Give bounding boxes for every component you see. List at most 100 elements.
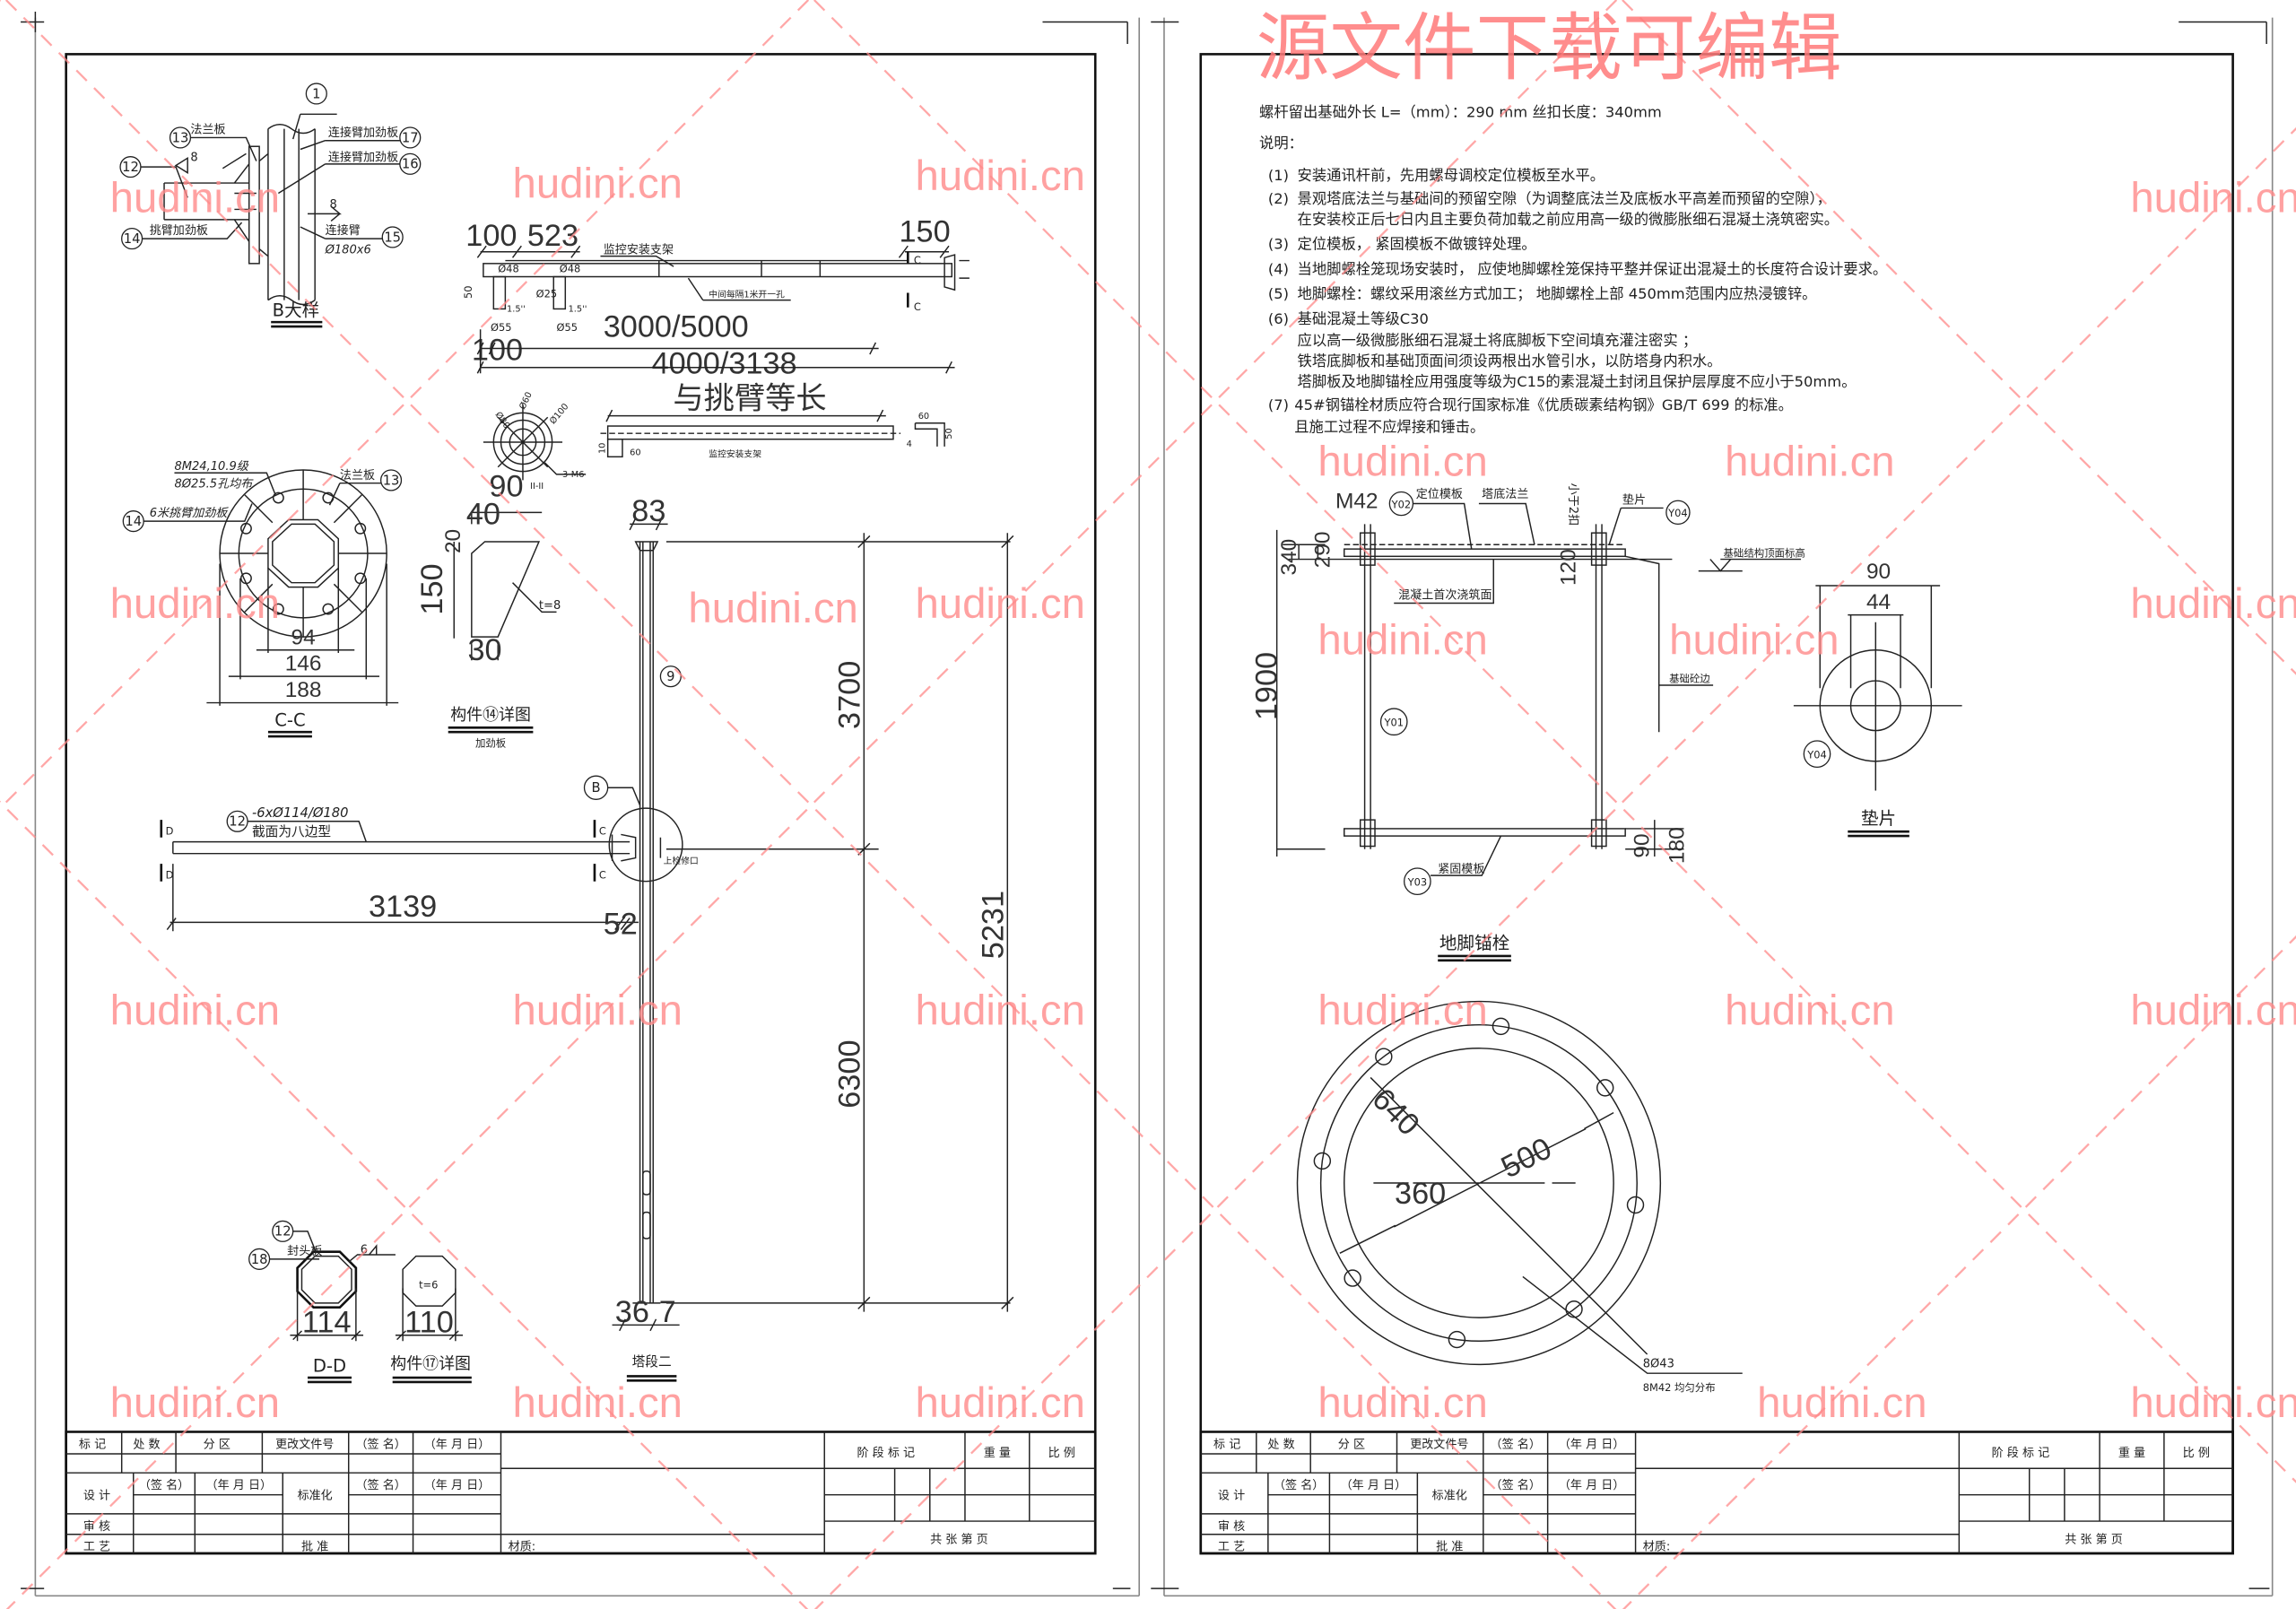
watermark-site-text: hudini.cn — [915, 1379, 1084, 1427]
svg-text:法兰板: 法兰板 — [340, 469, 375, 483]
svg-text:C: C — [599, 868, 606, 881]
bolt-hole — [1313, 1152, 1332, 1170]
svg-text:50: 50 — [462, 285, 474, 299]
svg-text:Ø25: Ø25 — [536, 287, 558, 300]
weld-mark-b: 8 — [329, 198, 336, 212]
watermark-site-text: hudini.cn — [2130, 175, 2296, 222]
svg-text:标 记: 标 记 — [79, 1438, 106, 1451]
callout-12-dd: 12 — [272, 1220, 294, 1242]
svg-text:36: 36 — [615, 1295, 649, 1329]
svg-text:4000/3138: 4000/3138 — [652, 346, 797, 380]
svg-text:523: 523 — [527, 219, 578, 253]
washer-title: 垫片 — [1861, 808, 1896, 829]
bracket-flat-view: 10 60 监控安装支架 60 50 4 — [597, 409, 954, 459]
svg-text:定位模板， 紧固模板不做镀锌处理。: 定位模板， 紧固模板不做镀锌处理。 — [1298, 236, 1536, 253]
watermark-site-text: hudini.cn — [1318, 617, 1487, 665]
watermark-site-text: hudini.cn — [110, 580, 280, 628]
svg-text:114: 114 — [302, 1305, 352, 1339]
section-dd-title: D-D — [313, 1356, 346, 1377]
svg-text:9: 9 — [666, 669, 674, 684]
bolt-hole — [1375, 1048, 1393, 1065]
svg-text:上检修口: 上检修口 — [664, 855, 699, 866]
svg-text:紧固模板: 紧固模板 — [1438, 863, 1484, 876]
connector-label: 连接臂 — [326, 223, 361, 238]
watermark-site-text: hudini.cn — [1318, 987, 1487, 1035]
callout-y03: Y03 — [1404, 867, 1431, 896]
watermark-site-text: hudini.cn — [915, 580, 1084, 628]
svg-text:83: 83 — [631, 494, 665, 528]
watermark-site-text: hudini.cn — [1318, 1379, 1487, 1427]
callout-13: 13 — [169, 126, 192, 149]
svg-text:II-II: II-II — [530, 482, 544, 491]
svg-text:16: 16 — [402, 157, 419, 172]
callout-9: 9 — [659, 665, 682, 688]
svg-text:标准化: 标准化 — [298, 1490, 333, 1503]
part-17-detail: t=6 110 构件⑰详图 — [390, 1255, 472, 1384]
bolt-hole — [1565, 1300, 1583, 1318]
watermark-line — [4, 0, 1617, 1609]
bolt-hole — [1344, 1269, 1361, 1287]
svg-text:18: 18 — [251, 1252, 268, 1267]
svg-text:在安装校正后七日内且主要负荷加载之前应用高一级的微膨胀细石混: 在安装校正后七日内且主要负荷加载之前应用高一级的微膨胀细石混凝土浇筑密实。 — [1298, 211, 1839, 228]
part-14-detail: 40 20 150 30 t=8 构件⑭详图 加劲板 — [415, 497, 561, 749]
svg-text:Ø55: Ø55 — [491, 321, 512, 334]
svg-text:更改文件号: 更改文件号 — [275, 1438, 334, 1451]
svg-text:360: 360 — [1395, 1177, 1446, 1211]
watermark-line — [0, 0, 810, 810]
connector-spec: Ø180x6 — [325, 243, 371, 257]
svg-text:阶 段 标 记: 阶 段 标 记 — [1992, 1447, 2050, 1460]
svg-text:(4): (4) — [1268, 260, 1289, 277]
svg-text:Y04: Y04 — [1806, 749, 1826, 761]
svg-text:-6xØ114/Ø180: -6xØ114/Ø180 — [252, 805, 348, 821]
svg-text:180: 180 — [1665, 827, 1689, 864]
svg-text:340: 340 — [1277, 539, 1301, 576]
svg-text:基础结构顶面标高: 基础结构顶面标高 — [1724, 546, 1805, 559]
callout-y04: Y04 — [1665, 500, 1691, 526]
svg-text:地脚螺栓：螺纹采用滚丝方式加工； 地脚螺栓上部 450mm: 地脚螺栓：螺纹采用滚丝方式加工； 地脚螺栓上部 450mm范围内应热浸镀锌。 — [1298, 285, 1817, 302]
svg-text:90: 90 — [489, 469, 523, 503]
watermark-site-texts: hudini.cn hudini.cn hudini.cn hudini.cn hudi… — [110, 152, 2296, 1427]
svg-text:阶 段 标 记: 阶 段 标 记 — [857, 1447, 915, 1460]
svg-text:分 区: 分 区 — [204, 1438, 230, 1451]
svg-text:90: 90 — [1630, 833, 1654, 857]
watermark-site-text: hudini.cn — [688, 585, 857, 632]
washer-detail: 90 44 Y04 垫片 — [1793, 560, 1962, 838]
svg-text:6300: 6300 — [832, 1039, 866, 1108]
svg-text:应以高一级微膨胀细石混凝土将底脚板下空间填充灌注密实 ；: 应以高一级微膨胀细石混凝土将底脚板下空间填充灌注密实 ； — [1298, 332, 1698, 349]
svg-text:共 张 第 页: 共 张 第 页 — [930, 1533, 988, 1547]
svg-text:（签 名）: （签 名） — [139, 1478, 189, 1492]
bolt-hole — [1626, 1196, 1645, 1214]
svg-text:8M24,10.9级: 8M24,10.9级 — [174, 460, 248, 474]
svg-text:5231: 5231 — [976, 891, 1010, 959]
svg-text:3000/5000: 3000/5000 — [604, 309, 749, 344]
callout-14: 14 — [121, 228, 144, 250]
callout-18: 18 — [248, 1248, 271, 1270]
svg-text:30: 30 — [467, 633, 501, 667]
svg-text:安装通讯杆前，先用螺母调校定位模板至水平。: 安装通讯杆前，先用螺母调校定位模板至水平。 — [1298, 167, 1605, 184]
svg-text:标 记: 标 记 — [1213, 1438, 1240, 1451]
svg-text:比 例: 比 例 — [2183, 1447, 2210, 1460]
svg-text:(2): (2) — [1268, 190, 1289, 207]
svg-text:13: 13 — [172, 130, 189, 145]
left-sheet-frame — [21, 12, 1141, 1597]
svg-text:小于2扣: 小于2扣 — [1566, 483, 1579, 526]
svg-text:45#钢锚栓材质应符合现行国家标准《优质碳素结构钢》GB/T: 45#钢锚栓材质应符合现行国家标准《优质碳素结构钢》GB/T 699 的标准。 — [1294, 396, 1793, 413]
callout-b: B — [583, 775, 609, 800]
svg-text:50: 50 — [944, 428, 954, 439]
svg-text:混凝土首次浇筑面: 混凝土首次浇筑面 — [1398, 588, 1492, 603]
svg-text:t=6: t=6 — [419, 1279, 438, 1292]
svg-text:（年 月 日）: （年 月 日） — [206, 1479, 273, 1492]
section-d-d: 12 18 封头板 6 114 D-D — [248, 1220, 396, 1384]
svg-text:（年 月 日）: （年 月 日） — [1559, 1479, 1625, 1492]
svg-text:8M42 均匀分布: 8M42 均匀分布 — [1643, 1381, 1716, 1394]
svg-text:分 区: 分 区 — [1338, 1438, 1365, 1451]
svg-text:Ø48: Ø48 — [560, 263, 581, 275]
svg-text:工 艺: 工 艺 — [1218, 1541, 1245, 1554]
svg-text:且施工过程不应焊接和锤击。: 且施工过程不应焊接和锤击。 — [1294, 419, 1484, 436]
stiffener-b-label: 连接臂加劲板 — [328, 151, 398, 165]
svg-text:Y01: Y01 — [1383, 717, 1403, 729]
svg-text:146: 146 — [285, 652, 322, 676]
svg-text:150: 150 — [899, 214, 950, 248]
svg-text:Ø60: Ø60 — [517, 390, 534, 411]
